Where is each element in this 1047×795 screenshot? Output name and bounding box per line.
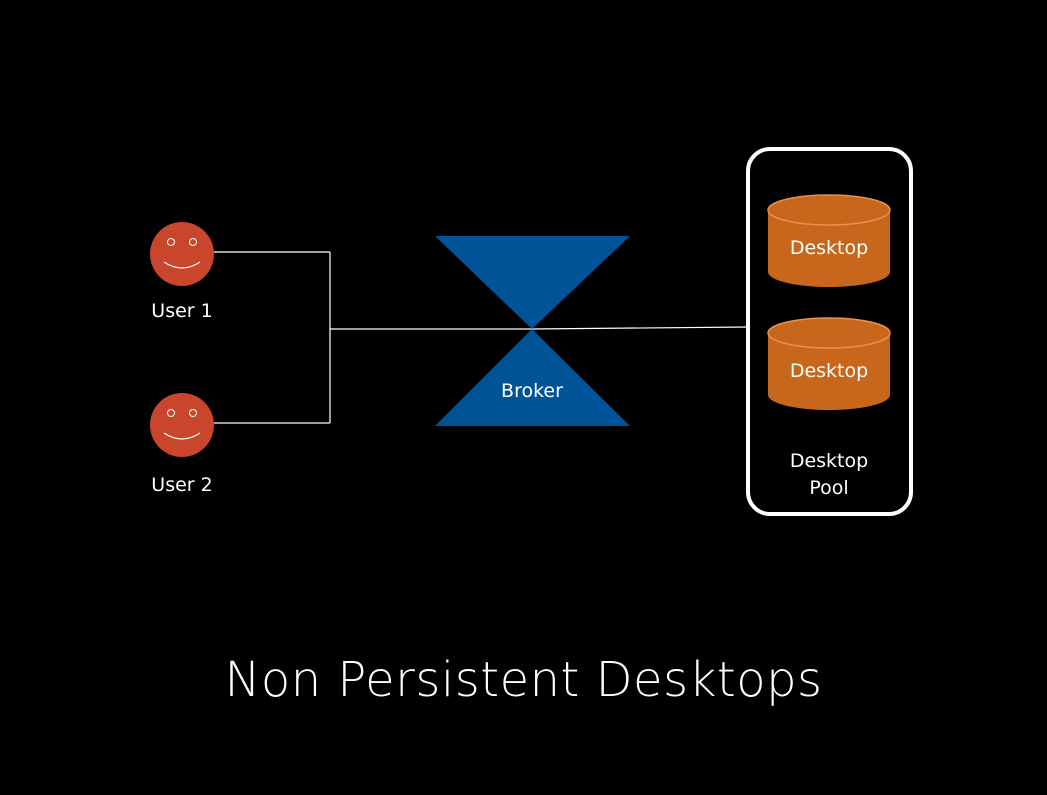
smiley-face-icon (150, 222, 214, 286)
desktop-pool-label-line1: Desktop (790, 450, 868, 472)
user-1-label: User 1 (151, 300, 212, 322)
desktop-1-label: Desktop (790, 237, 868, 259)
broker-top-triangle (435, 236, 630, 329)
desktop-pool: Desktop Desktop Desktop Pool (746, 147, 913, 516)
connectors (214, 251, 749, 424)
user-2-label: User 2 (151, 474, 212, 496)
smiley-face-icon (150, 393, 214, 457)
user-1: User 1 (150, 222, 214, 322)
broker-bottom-triangle (435, 329, 630, 426)
broker-label: Broker (501, 380, 563, 402)
user-2: User 2 (150, 393, 214, 496)
broker: Broker (435, 236, 630, 426)
cylinder-icon (767, 317, 891, 410)
cylinder-icon (767, 194, 891, 287)
connector-broker-to-pool (531, 326, 749, 330)
desktop-pool-label-line2: Pool (809, 477, 848, 499)
desktop-pool-border (746, 147, 913, 516)
desktop-2-label: Desktop (790, 360, 868, 382)
desktop-2: Desktop (767, 317, 891, 410)
slide-title: Non Persistent Desktops (224, 652, 823, 708)
desktop-1: Desktop (767, 194, 891, 287)
